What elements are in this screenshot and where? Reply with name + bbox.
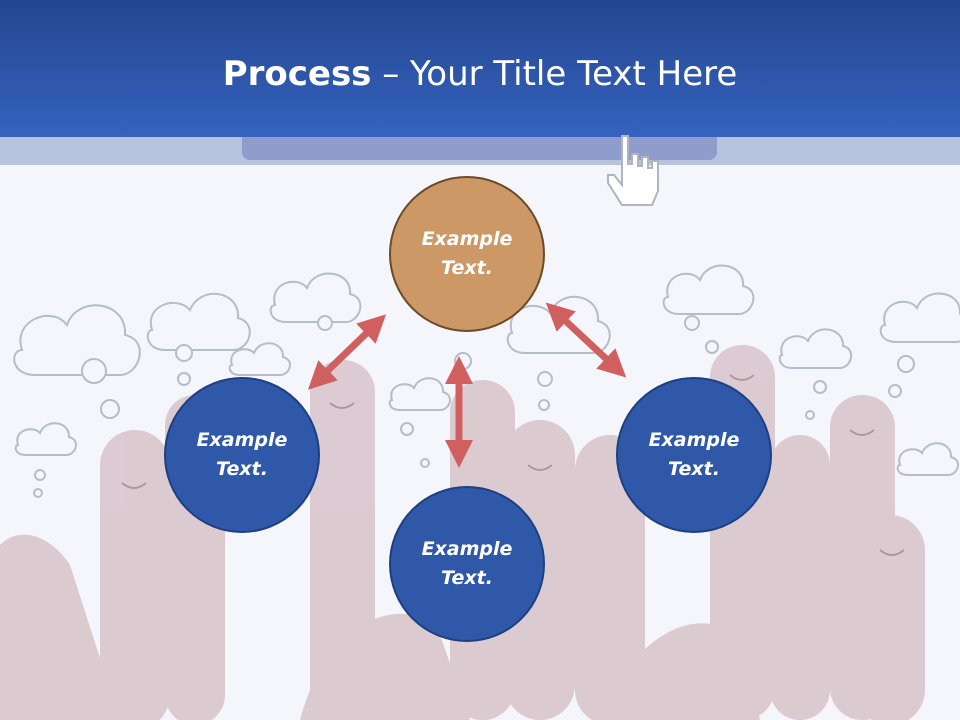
node-right-label: Example Text. — [648, 429, 740, 480]
node-top-label: Example Text. — [421, 228, 513, 279]
title-bar — [0, 0, 960, 137]
node-bottom-label: Example Text. — [421, 538, 513, 589]
node-bottom[interactable]: Example Text. — [389, 486, 545, 642]
node-left-label: Example Text. — [196, 429, 288, 480]
node-left[interactable]: Example Text. — [164, 377, 320, 533]
header-tab — [242, 137, 717, 160]
smiley-faces — [121, 374, 905, 556]
node-top[interactable]: Example Text. — [389, 176, 545, 332]
node-right[interactable]: Example Text. — [616, 377, 772, 533]
slide-title[interactable]: Process – Your Title Text Here — [0, 52, 960, 96]
title-rest: – Your Title Text Here — [371, 54, 738, 94]
title-bold: Process — [222, 54, 372, 94]
cursor-hand-icon — [607, 135, 659, 206]
